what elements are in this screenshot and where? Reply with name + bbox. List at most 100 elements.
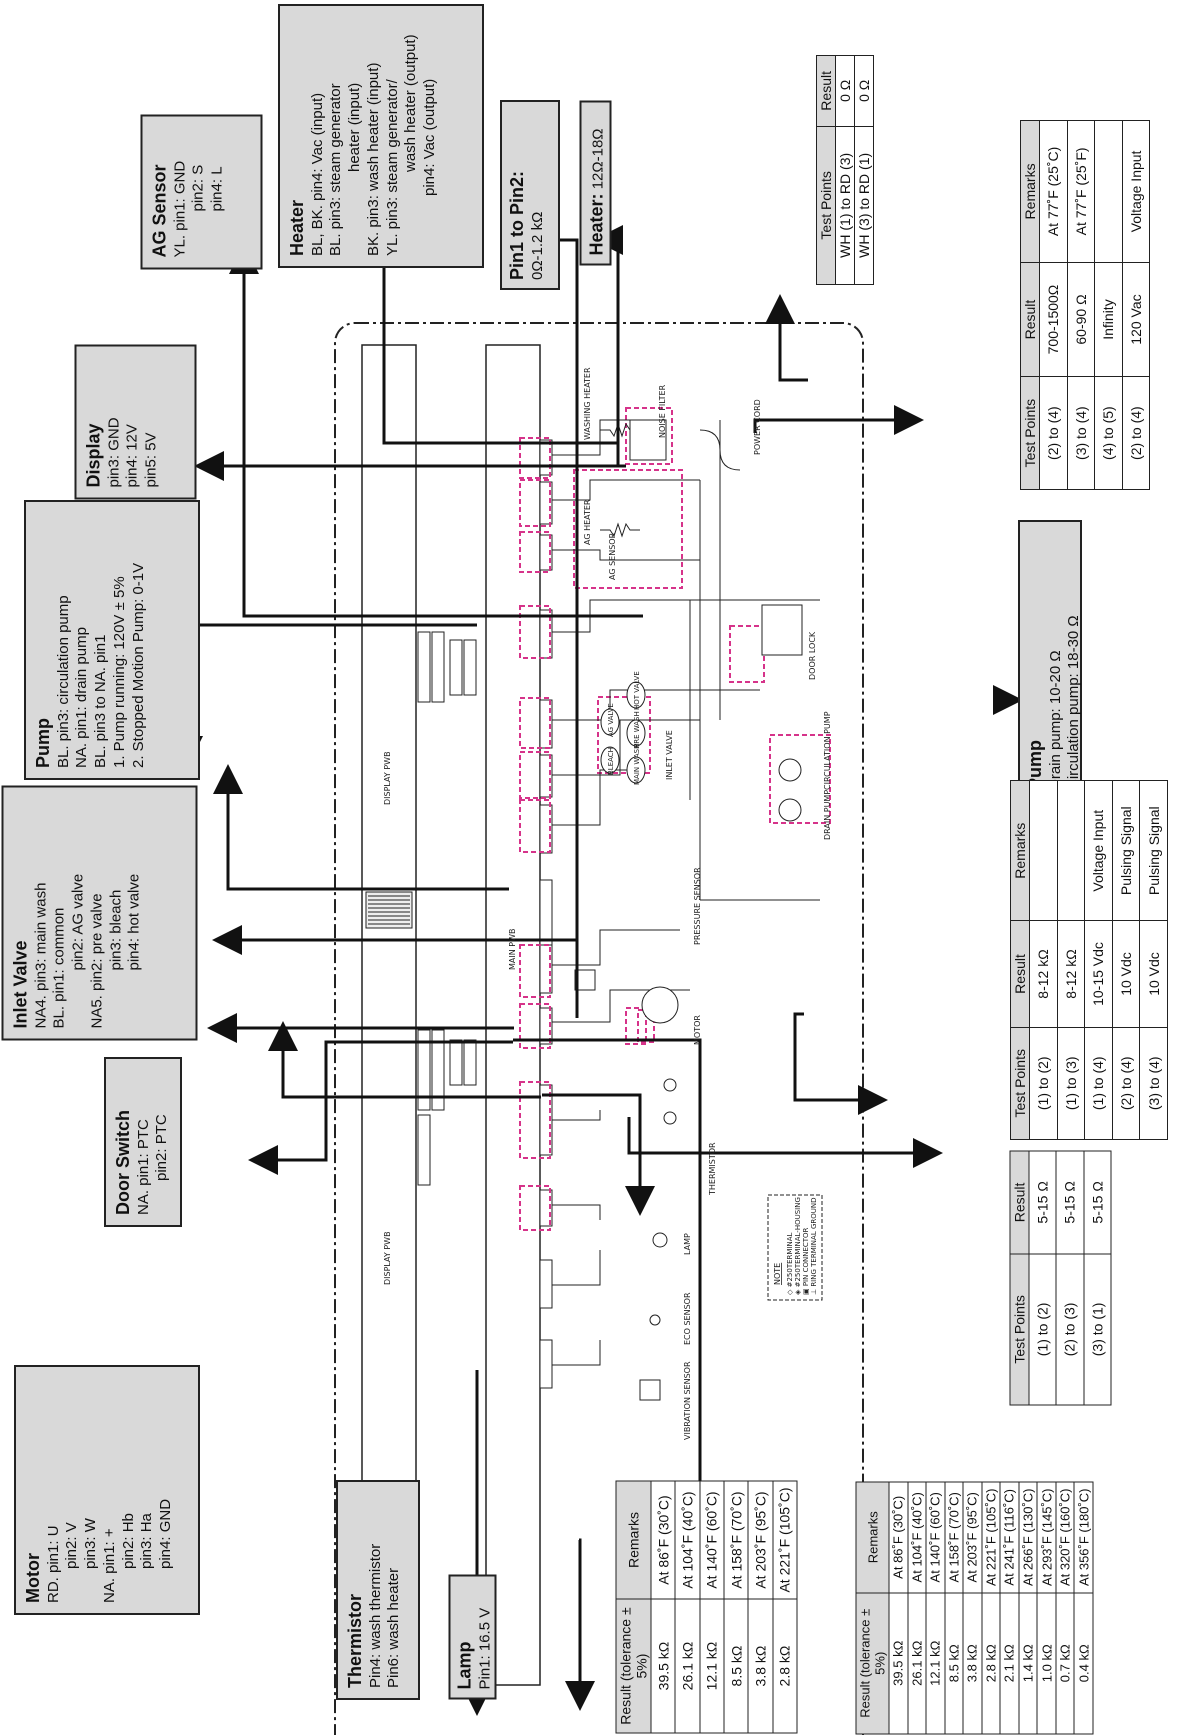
pump-right-title: Pump [1025, 739, 1045, 790]
highlight-boxes [519, 407, 831, 1231]
table-cell: 5-15 Ω [1029, 1151, 1057, 1254]
table-cell: At 266˚F (130˚C) [1018, 1482, 1038, 1593]
table-cell: At 86˚F (30˚C) [889, 1482, 908, 1593]
motor-line: pin2: V [63, 1522, 81, 1569]
schematic-power-cord: POWER CORD [753, 399, 762, 455]
table-cell: (1) to (3) [1057, 1027, 1085, 1140]
schematic-note-line: ⊥ RING TERMINAL GROUND [810, 1197, 818, 1295]
motor-line: pin2: Hb [119, 1513, 137, 1569]
lamp-callout: Lamp Pin1: 16.5 V [448, 1574, 497, 1700]
table-cell: (1) to (2) [1029, 1253, 1057, 1405]
table-cell: At 77˚F (25˚F) [1067, 120, 1095, 263]
schematic-circulation-pump: CIRCULATION PUMP [823, 711, 832, 790]
inlet-valve-line: NA5. pin2: pre valve [88, 893, 106, 1029]
schematic-inlet-valve: INLET VALVE [665, 730, 674, 780]
table-row: (1) to (2)8-12 kΩ [1029, 780, 1058, 1140]
schematic-vibration-sensor: VIBRATION SENSOR [683, 1361, 692, 1440]
table-cell: (2) to (4) [1112, 1027, 1140, 1140]
table-cell: At 104˚F (40˚C) [907, 1482, 927, 1593]
table-cell: 2.8 kΩ [981, 1592, 1001, 1734]
table-cell [1094, 120, 1122, 263]
col-header: Remarks [616, 1481, 651, 1600]
heater-line: YL. pin3: steam generator/ [383, 79, 401, 256]
valve-label: MAIN WASH [633, 744, 641, 785]
schematic-lamp: LAMP [683, 1233, 692, 1255]
col-header: Remarks [856, 1482, 889, 1593]
heater-line: wash heater (output) [402, 34, 420, 172]
table-cell: 2.8 kΩ [772, 1599, 797, 1733]
table-cell: At 86˚F (30˚C) [651, 1481, 676, 1600]
table-cell: (1) to (2) [1029, 1027, 1058, 1140]
schematic-door-lock: DOOR LOCK [808, 631, 817, 680]
table-cell: At 158˚F (70˚C) [723, 1481, 749, 1600]
table-cell: 1.4 kΩ [1018, 1592, 1038, 1734]
table-cell: 120 Vac [1122, 262, 1150, 377]
table-cell: 8.5 kΩ [944, 1592, 964, 1734]
schematic-note-line: ◇ #250TERMINAL [786, 1232, 794, 1295]
schematic-note-line: ◈ #250TERMINAL-HOUSING [794, 1197, 802, 1295]
table-cell: 0.4 kΩ [1074, 1592, 1093, 1734]
door-switch-title: Door Switch [113, 1109, 133, 1215]
table-cell: At 140˚F (60˚C) [926, 1482, 945, 1593]
table-cell: At 356˚F (180˚C) [1074, 1482, 1093, 1593]
table-cell: At 293˚F (145˚C) [1037, 1482, 1056, 1593]
table-cell: 26.1 kΩ [907, 1592, 927, 1734]
table-cell: Pulsing Signal [1112, 780, 1140, 921]
valve-label: AG VALVE [607, 703, 615, 737]
components [574, 419, 823, 1401]
pump-right-callout: Pump Drain pump: 10-20 Ω Circulation pum… [1018, 520, 1082, 800]
table-cell: At 221˚F (105˚C) [772, 1481, 797, 1600]
thermistor-line: Pin4: wash thermistor [366, 1543, 384, 1688]
col-header: Result (tolerance ± 5%) [616, 1599, 651, 1733]
table-cell: (2) to (3) [1056, 1253, 1084, 1405]
table-cell: 26.1 kΩ [675, 1599, 700, 1733]
table-cell: 5-15 Ω [1083, 1151, 1111, 1254]
table-cell: (3) to (1) [1083, 1253, 1111, 1405]
motor-title: Motor [23, 1553, 43, 1603]
callout-arrows [173, 104, 1023, 1716]
display-connectors [417, 631, 477, 1186]
table-cell: 39.5 kΩ [651, 1599, 676, 1733]
pump-line: BL. pin3 to NA. pin1 [92, 634, 109, 768]
schematic-note-title: NOTE [773, 1263, 782, 1285]
main-connectors [539, 439, 553, 1389]
display-line: pin5: 5V [142, 432, 160, 488]
table-cell: (2) to (4) [1039, 376, 1067, 490]
table-cell: 0 Ω [835, 55, 855, 127]
inlet-valve-line: pin4: hot valve [125, 873, 143, 971]
lamp-title: Lamp [454, 1641, 475, 1690]
table-cell: Voltage Input [1084, 780, 1113, 921]
table-cell: WH (3) to RD (1) [854, 126, 874, 285]
schematic-display-pwb-1: DISPLAY PWB [383, 1231, 392, 1285]
display-title: Display [83, 423, 104, 488]
heater-resistance-callout: Heater: 12Ω-18Ω [579, 100, 612, 266]
col-header: Result [1010, 1151, 1029, 1254]
table-cell: 39.5 kΩ [889, 1592, 908, 1734]
table-cell: WH (1) to RD (3) [835, 126, 855, 285]
pin1-pin2-value: 0Ω-1.2 kΩ [528, 211, 546, 280]
schematic-eco-sensor: ECO SENSOR [683, 1292, 692, 1345]
table-cell: Voltage Input [1122, 120, 1150, 263]
table-cell: (2) to (4) [1122, 376, 1150, 490]
table-cell: 8.5 kΩ [723, 1599, 749, 1733]
lamp-line: Pin1: 16.5 V [476, 1607, 493, 1690]
ag-sensor-callout: AG Sensor YL. pin1: GND pin2: S pin4: L [140, 114, 263, 270]
schematic-thermistor: THERMISTOR [708, 1142, 717, 1196]
table-row: WH (3) to RD (1)0 Ω [854, 55, 874, 285]
table-row: (1) to (3)8-12 kΩ [1057, 780, 1085, 1140]
valve-label: HOT VALVE [633, 671, 641, 710]
motor-table: Test Points Result Remarks (1) to (2)8-1… [1010, 780, 1168, 1140]
schematic-display-pwb-2: DISPLAY PWB [383, 751, 392, 805]
table-cell: (3) to (4) [1067, 376, 1095, 490]
